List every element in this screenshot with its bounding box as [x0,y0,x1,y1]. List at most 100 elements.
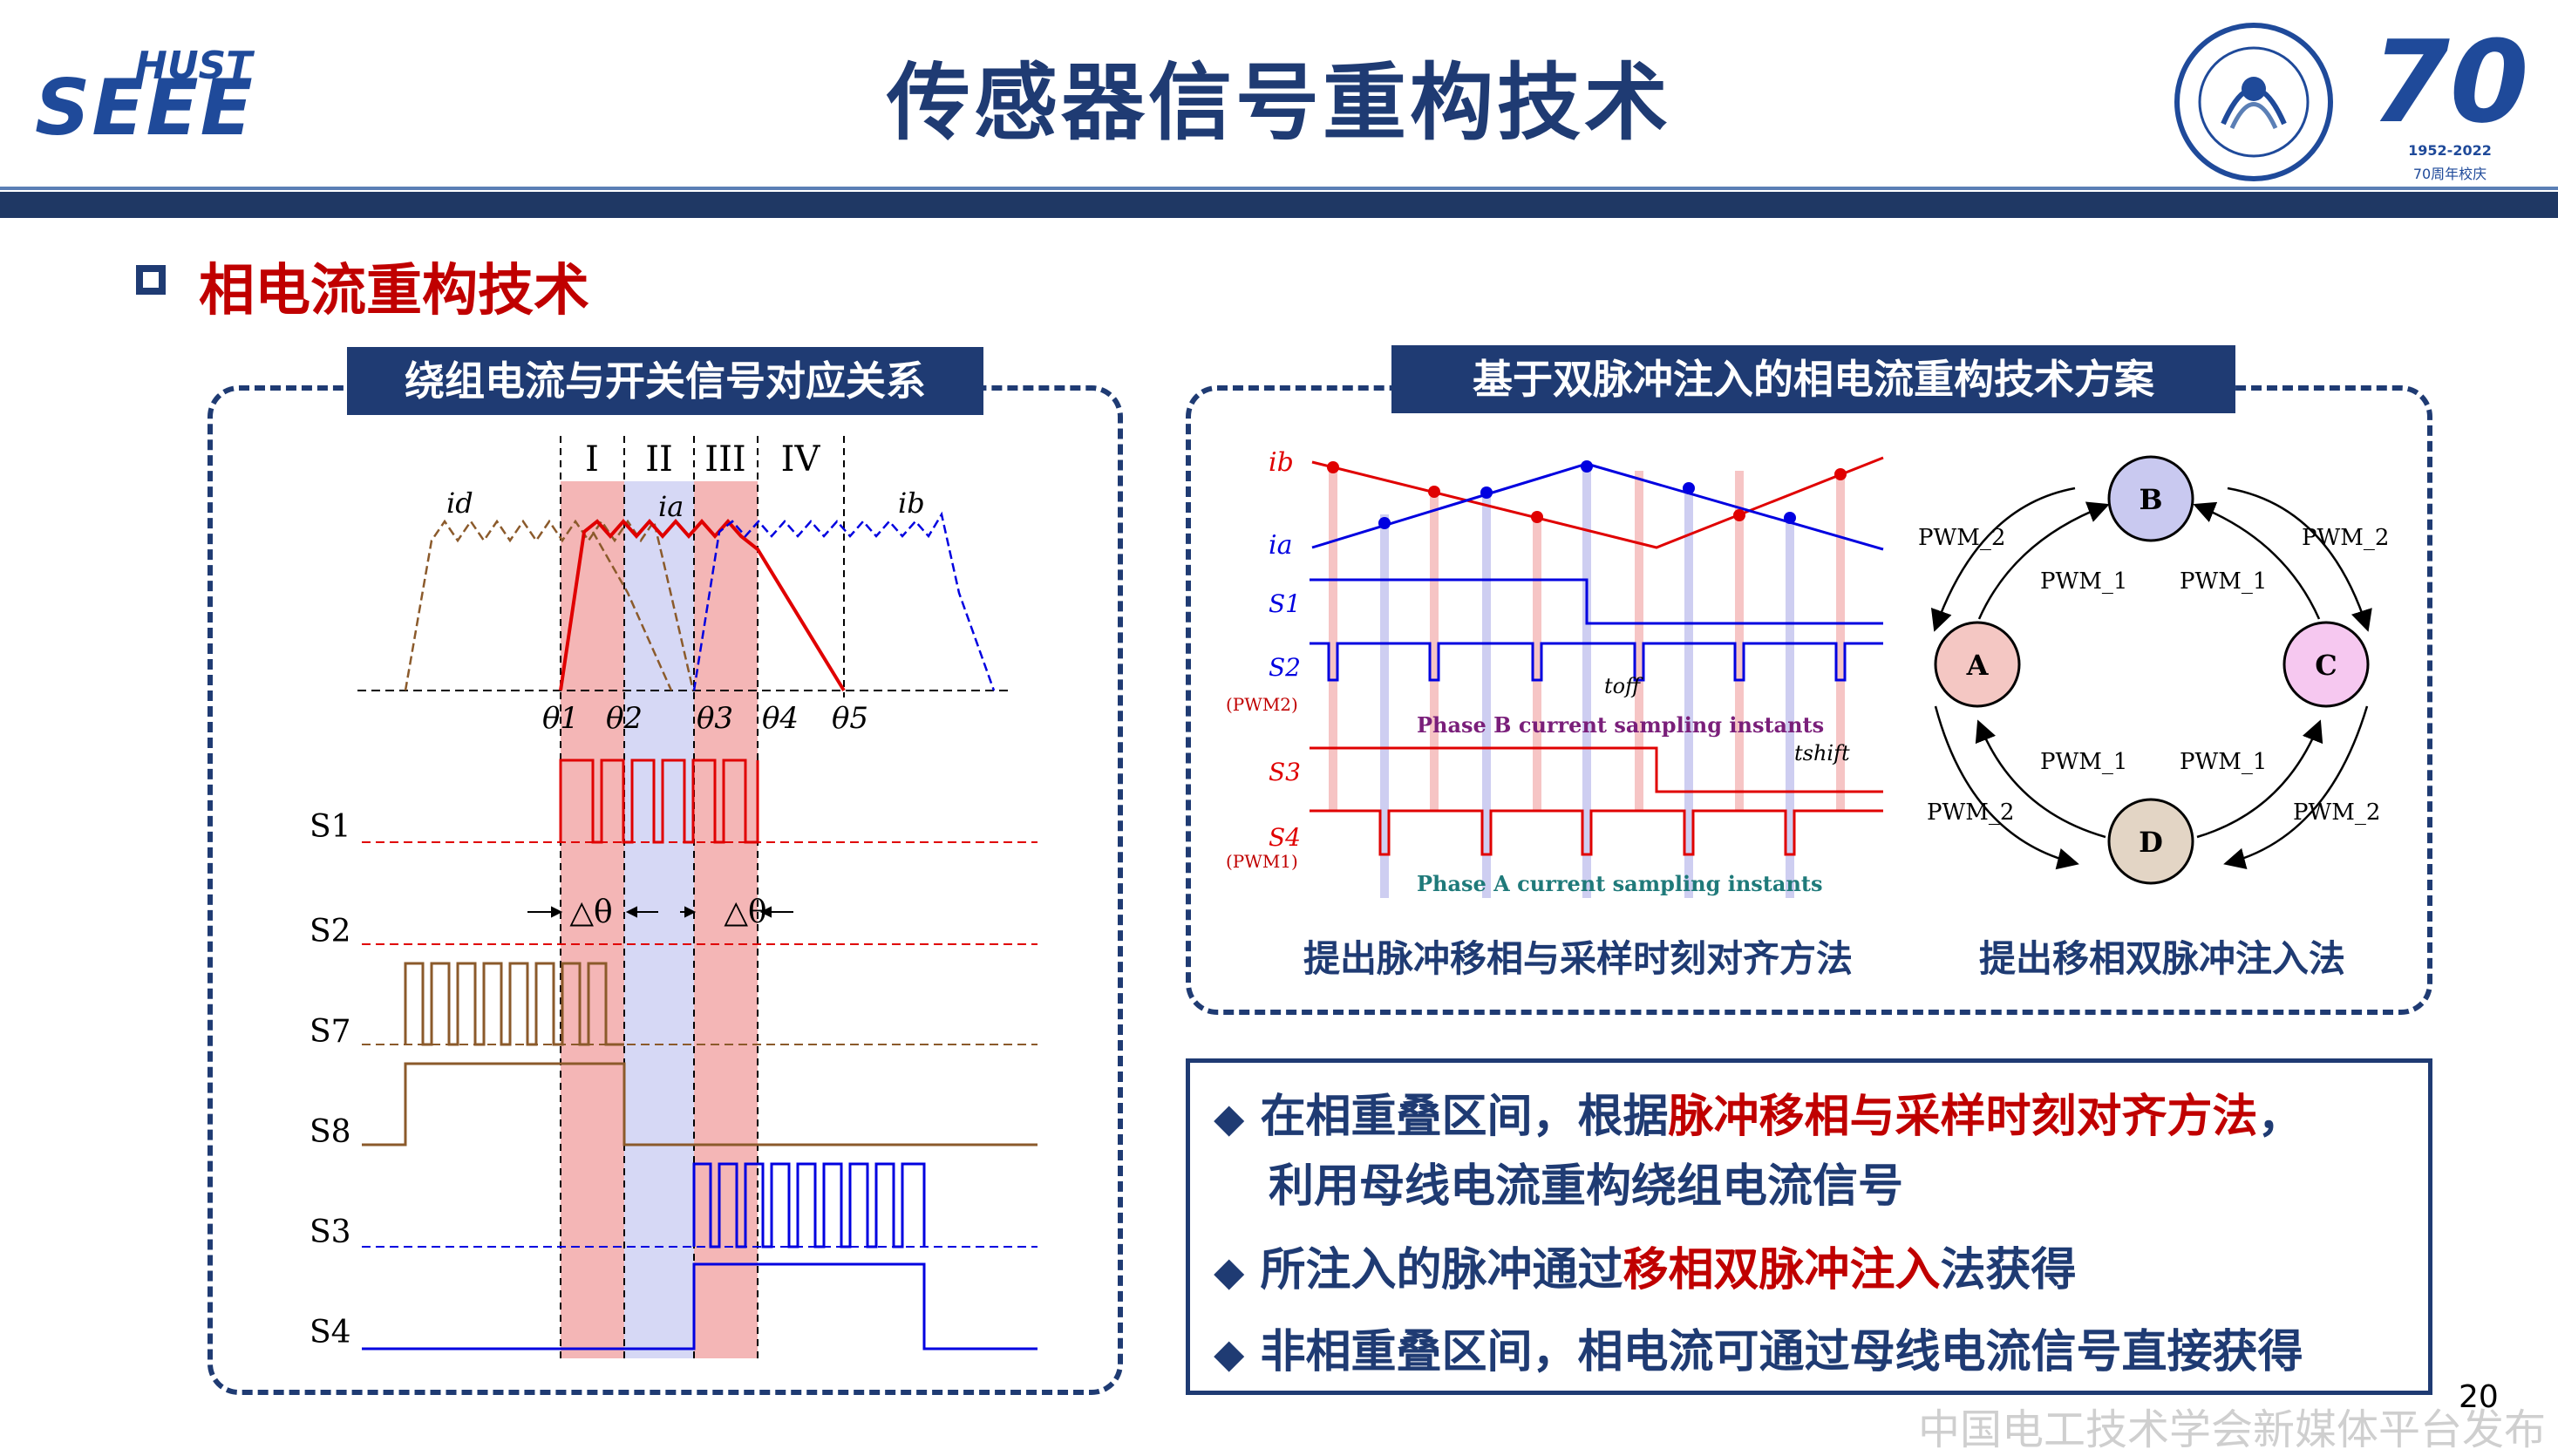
current-label-ia: ia [658,490,684,523]
bullet-3-text: 非相重叠区间，相电流可通过母线电流信号直接获得 [1260,1326,2303,1378]
signal-label-S1: S1 [310,809,351,845]
state-node-C [2282,621,2370,708]
logo-left-hust: HUST [135,44,253,88]
waveform-S2 [1310,642,1883,682]
theta-label-3: θ3 [697,701,733,736]
summary-box [1186,1058,2432,1395]
region-label-I: I [585,439,599,480]
edge-label-pwm2-cd-outer: PWM_2 [2293,799,2380,826]
caption-left: 提出脉冲移相与采样时刻对齐方法 [1303,937,1853,980]
waveform-ib [1311,456,1884,549]
bullet-2-prefix: 所注入的脉冲通过 [1260,1244,1623,1296]
right-waveform-diagram: ib ia S1 S2 (PWM2) toff Phase B current … [1226,447,1884,898]
phase-b-sampling-label: Phase B current sampling instants [1417,712,1824,738]
page-title: 传感器信号重构技术 [887,54,1671,152]
label-S1: S1 [1269,589,1301,618]
signal-S3-pulses [692,1162,926,1248]
theta-label-5: θ5 [832,701,868,736]
state-label-C: C [2315,649,2337,682]
theta-label-2: θ2 [606,701,643,736]
waveform-S1 [1310,578,1883,625]
bullet-1-highlight: 脉冲移相与采样时刻对齐方法 [1668,1091,2258,1143]
signal-S7-pulses [404,962,624,1046]
label-S3: S3 [1269,758,1301,786]
label-tshift: tshift [1794,741,1850,765]
phase-a-sampling-label: Phase A current sampling instants [1417,871,1823,896]
theta-label-1: θ1 [542,701,579,736]
theta-label-4: θ4 [762,701,799,736]
signal-label-S7: S7 [310,1014,351,1050]
state-node-B [2107,455,2194,542]
bullet-1: ◆ 在相重叠区间，根据脉冲移相与采样时刻对齐方法， [1214,1079,2303,1145]
state-label-A: A [1966,649,1990,682]
header-divider-bar [0,192,2558,218]
page-number: 20 [2459,1379,2499,1415]
anniversary-logo: 70 1952-2022 70周年校庆 [2363,16,2537,190]
bullet-1-suffix: ， [2257,1091,2303,1143]
signal-S1-pulses [559,759,759,844]
label-toff: toff [1604,674,1643,698]
bullet-1-line2: 利用母线电流重构绕组电流信号 [1269,1160,1904,1213]
state-label-D: D [2139,826,2163,859]
signal-label-S4: S4 [310,1315,351,1351]
school-seal-logo [2171,19,2337,185]
waveform-ia [1311,462,1884,551]
bullet-3: ◆ 非相重叠区间，相电流可通过母线电流信号直接获得 [1214,1315,2303,1380]
edge-label-pwm2-ad-outer: PWM_2 [1927,799,2014,826]
watermark: 中国电工技术学会新媒体平台发布 [1918,1405,2547,1454]
logo-left-seee: SEEE [35,63,255,153]
section-title: 相电流重构技术 [199,259,589,323]
current-label-id: id [446,486,473,520]
waveform-S3 [1310,746,1883,793]
interval-III-shade [694,481,758,1358]
left-timing-diagram: I II III IV id ia ib θ1 θ2 θ3 θ4 θ5 S1 S… [310,436,1037,1358]
edge-label-pwm1-cd-inner: PWM_1 [2180,749,2267,775]
diamond-bullet-icon: ◆ [1214,1094,1245,1141]
signal-label-S2: S2 [310,914,351,949]
waveform-S4 [1310,809,1883,856]
label-PWM1: (PWM1) [1226,851,1298,872]
bullet-2-suffix: 法获得 [1940,1244,2077,1296]
label-S2: S2 [1269,653,1301,682]
delta-theta-label-2: △θ [724,895,766,930]
logo-left: HUST SEEE [35,44,296,157]
region-label-II: II [645,439,673,480]
current-label-ib: ib [898,486,925,520]
section-bullet-icon [136,265,166,295]
current-ib-waveform [692,511,996,691]
region-label-III: III [704,439,745,480]
left-panel-label: 绕组电流与开关信号对应关系 [347,347,983,415]
diamond-bullet-icon: ◆ [1214,1330,1245,1377]
bullet-2-highlight: 移相双脉冲注入 [1623,1244,1941,1296]
label-PWM2: (PWM2) [1226,694,1298,715]
diamond-bullet-icon: ◆ [1214,1248,1245,1295]
label-ia: ia [1269,530,1292,561]
right-panel-label: 基于双脉冲注入的相电流重构技术方案 [1391,345,2235,413]
edge-label-pwm2-bc-outer: PWM_2 [2302,525,2389,551]
label-S4: S4 [1269,823,1301,852]
current-ia-waveform [559,518,846,692]
state-transition-diagram: A B C D PWM_2 PWM_2 PWM_1 PWM_1 PWM_1 PW… [1918,455,2389,885]
state-node-A [1934,621,2021,708]
anniversary-years: 1952-2022 [2408,142,2492,159]
edge-label-pwm2-ab-outer: PWM_2 [1918,525,2005,551]
signal-label-S3: S3 [310,1214,351,1250]
region-label-IV: IV [781,439,821,480]
signal-S8-waveform [362,1062,1037,1146]
edge-label-pwm1-bc-inner: PWM_1 [2180,568,2267,595]
state-node-D [2107,798,2194,885]
bullet-2: ◆ 所注入的脉冲通过移相双脉冲注入法获得 [1214,1233,2077,1298]
caption-right: 提出移相双脉冲注入法 [1978,937,2345,980]
state-label-B: B [2139,483,2162,516]
signal-S4-waveform [362,1262,1037,1351]
interval-II-shade [624,481,694,1358]
label-ib: ib [1269,447,1294,478]
edge-label-pwm1-ab-inner: PWM_1 [2040,568,2127,595]
edge-label-pwm1-ad-inner: PWM_1 [2040,749,2127,775]
bullet-1-prefix: 在相重叠区间，根据 [1260,1091,1669,1143]
signal-label-S8: S8 [310,1114,351,1150]
anniversary-caption: 70周年校庆 [2412,166,2487,182]
anniversary-number: 70 [2371,16,2529,148]
header-divider-thin [0,187,2558,190]
delta-theta-label-1: △θ [569,895,612,930]
